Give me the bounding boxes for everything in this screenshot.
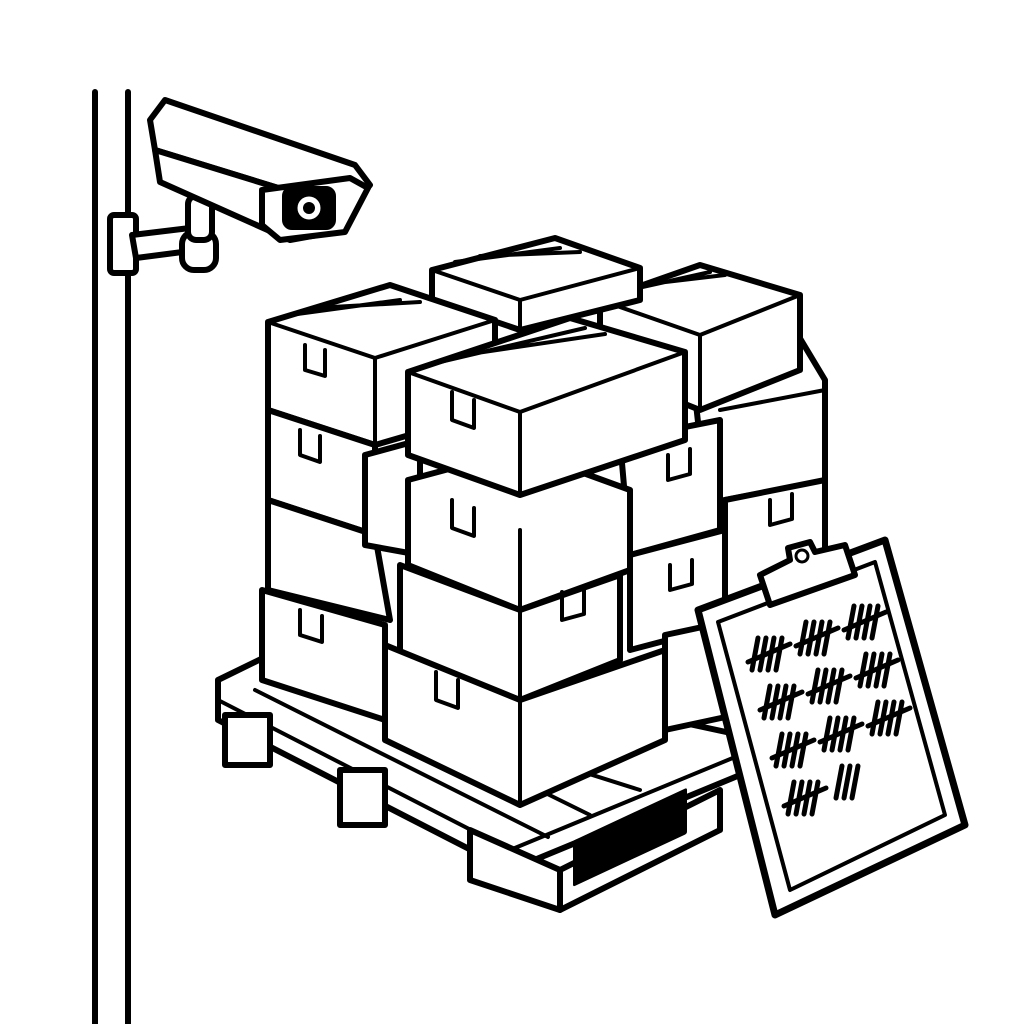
tally-group [853,651,901,689]
tally-stroke [893,699,905,737]
tally-stroke [809,779,821,817]
tally-group [833,763,861,801]
tally-cross-stroke [781,785,829,809]
tally-stroke [869,699,881,737]
box-stack-icon [259,235,828,808]
tally-group [817,715,865,753]
tally-cross-stroke [769,737,817,761]
tally-stroke [821,619,833,657]
tally-stroke [749,635,761,673]
tally-stroke [773,731,785,769]
tally-stroke [785,779,797,817]
tally-group [745,635,793,673]
tally-cross-stroke [853,657,901,681]
tally-cross-stroke [805,673,853,697]
tally-cross-stroke [841,609,889,633]
tally-group [805,667,853,705]
tally-cross-stroke [817,721,865,745]
tally-stroke [857,651,869,689]
tally-stroke [841,763,853,801]
tally-group [757,683,805,721]
tally-group [865,699,913,737]
tally-stroke [797,731,809,769]
tally-group [769,731,817,769]
tally-group [781,779,829,817]
tally-cross-stroke [865,705,913,729]
tally-stroke [833,667,845,705]
tally-marks-icon [745,603,913,817]
tally-group [841,603,889,641]
tally-stroke [785,683,797,721]
tally-stroke [869,603,881,641]
tally-stroke [849,763,861,801]
tally-group [793,619,841,657]
security-camera-icon [107,97,373,276]
tally-cross-stroke [757,689,805,713]
tally-stroke [773,635,785,673]
tally-stroke [761,683,773,721]
clipboard-icon [694,536,969,919]
tally-stroke [797,619,809,657]
tally-stroke [809,667,821,705]
tally-stroke [821,715,833,753]
tally-stroke [881,651,893,689]
tally-stroke [845,603,857,641]
tally-cross-stroke [745,641,793,665]
tally-stroke [833,763,845,801]
tally-stroke [845,715,857,753]
tally-cross-stroke [793,625,841,649]
